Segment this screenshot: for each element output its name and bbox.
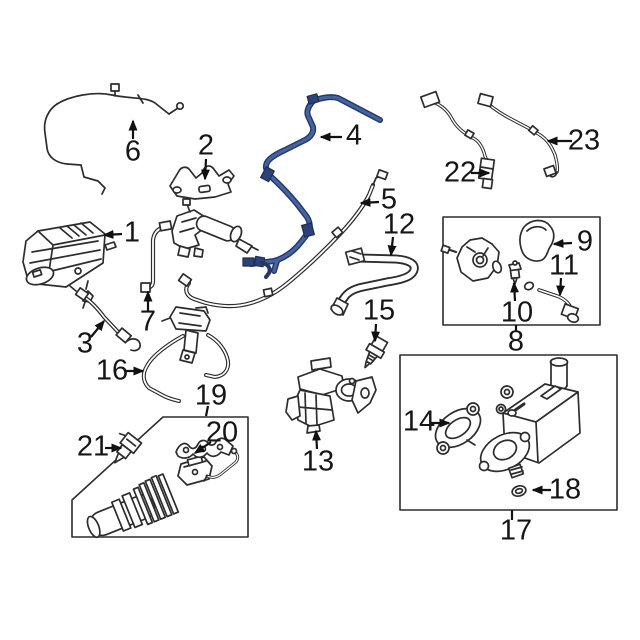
arrow-13 (312, 429, 322, 450)
part-19-air-tube (80, 449, 238, 546)
arrow-1 (102, 229, 123, 239)
part-label-16: 16 (95, 354, 129, 387)
part-label-17: 17 (499, 514, 533, 547)
part-1-canister (23, 222, 116, 308)
part-label-1: 1 (123, 216, 141, 249)
group-box-17 (400, 355, 617, 510)
part-label-8: 8 (507, 325, 525, 358)
part-label-7: 7 (139, 305, 157, 338)
part-label-12: 12 (382, 208, 416, 241)
arrow-5 (359, 197, 380, 207)
part-label-10: 10 (500, 296, 534, 329)
part-11-tube (539, 290, 580, 324)
part-label-15: 15 (362, 294, 396, 327)
purge-valve-assembly (172, 199, 258, 257)
part-23-oxygen-sensor (478, 94, 557, 177)
part-13-egr-valve (286, 358, 376, 433)
arrow-10 (510, 281, 520, 302)
arrow-9 (552, 238, 573, 248)
arrow-20 (193, 441, 212, 454)
arrow-3 (90, 319, 105, 338)
part-14-gasket (428, 401, 487, 456)
part-label-23: 23 (567, 124, 601, 157)
group-box-8 (441, 217, 600, 325)
part-4-highlight-tube (243, 94, 380, 277)
arrow-11 (556, 277, 566, 297)
part-label-9: 9 (576, 225, 594, 258)
tick-19 (204, 405, 210, 417)
part-3-support-rod (70, 281, 140, 351)
part-5-tube (179, 170, 388, 306)
part-17-egr-cooler (474, 358, 580, 479)
part-label-20: 20 (205, 416, 239, 449)
part-label-22: 22 (443, 156, 477, 189)
arrow-15 (371, 323, 381, 343)
part-7-hose (141, 221, 172, 292)
part-label-21: 21 (76, 430, 110, 463)
part-label-19: 19 (194, 379, 228, 412)
leader-arrows (90, 119, 573, 520)
part-15-sensor (358, 335, 389, 372)
part-2-bracket (170, 166, 234, 199)
part-label-5: 5 (380, 183, 398, 216)
part-12-hose (329, 248, 414, 317)
part-8-bracket (441, 238, 503, 281)
part-label-13: 13 (301, 445, 335, 478)
part-16-valve-hoses (144, 307, 228, 401)
part-label-4: 4 (345, 119, 363, 152)
part-10-valve (509, 261, 535, 291)
part-label-11: 11 (548, 249, 580, 282)
part-9-gasket (520, 220, 554, 261)
arrow-12 (387, 236, 397, 257)
part-label-18: 18 (548, 473, 582, 506)
part-label-6: 6 (124, 135, 142, 168)
part-label-14: 14 (402, 405, 436, 438)
part-label-2: 2 (197, 129, 215, 162)
part-label-3: 3 (76, 327, 94, 360)
group-box-19 (72, 417, 248, 545)
part-18-o-ring (511, 484, 527, 497)
part-6-hose-assembly (45, 84, 184, 194)
arrow-2 (200, 158, 210, 181)
